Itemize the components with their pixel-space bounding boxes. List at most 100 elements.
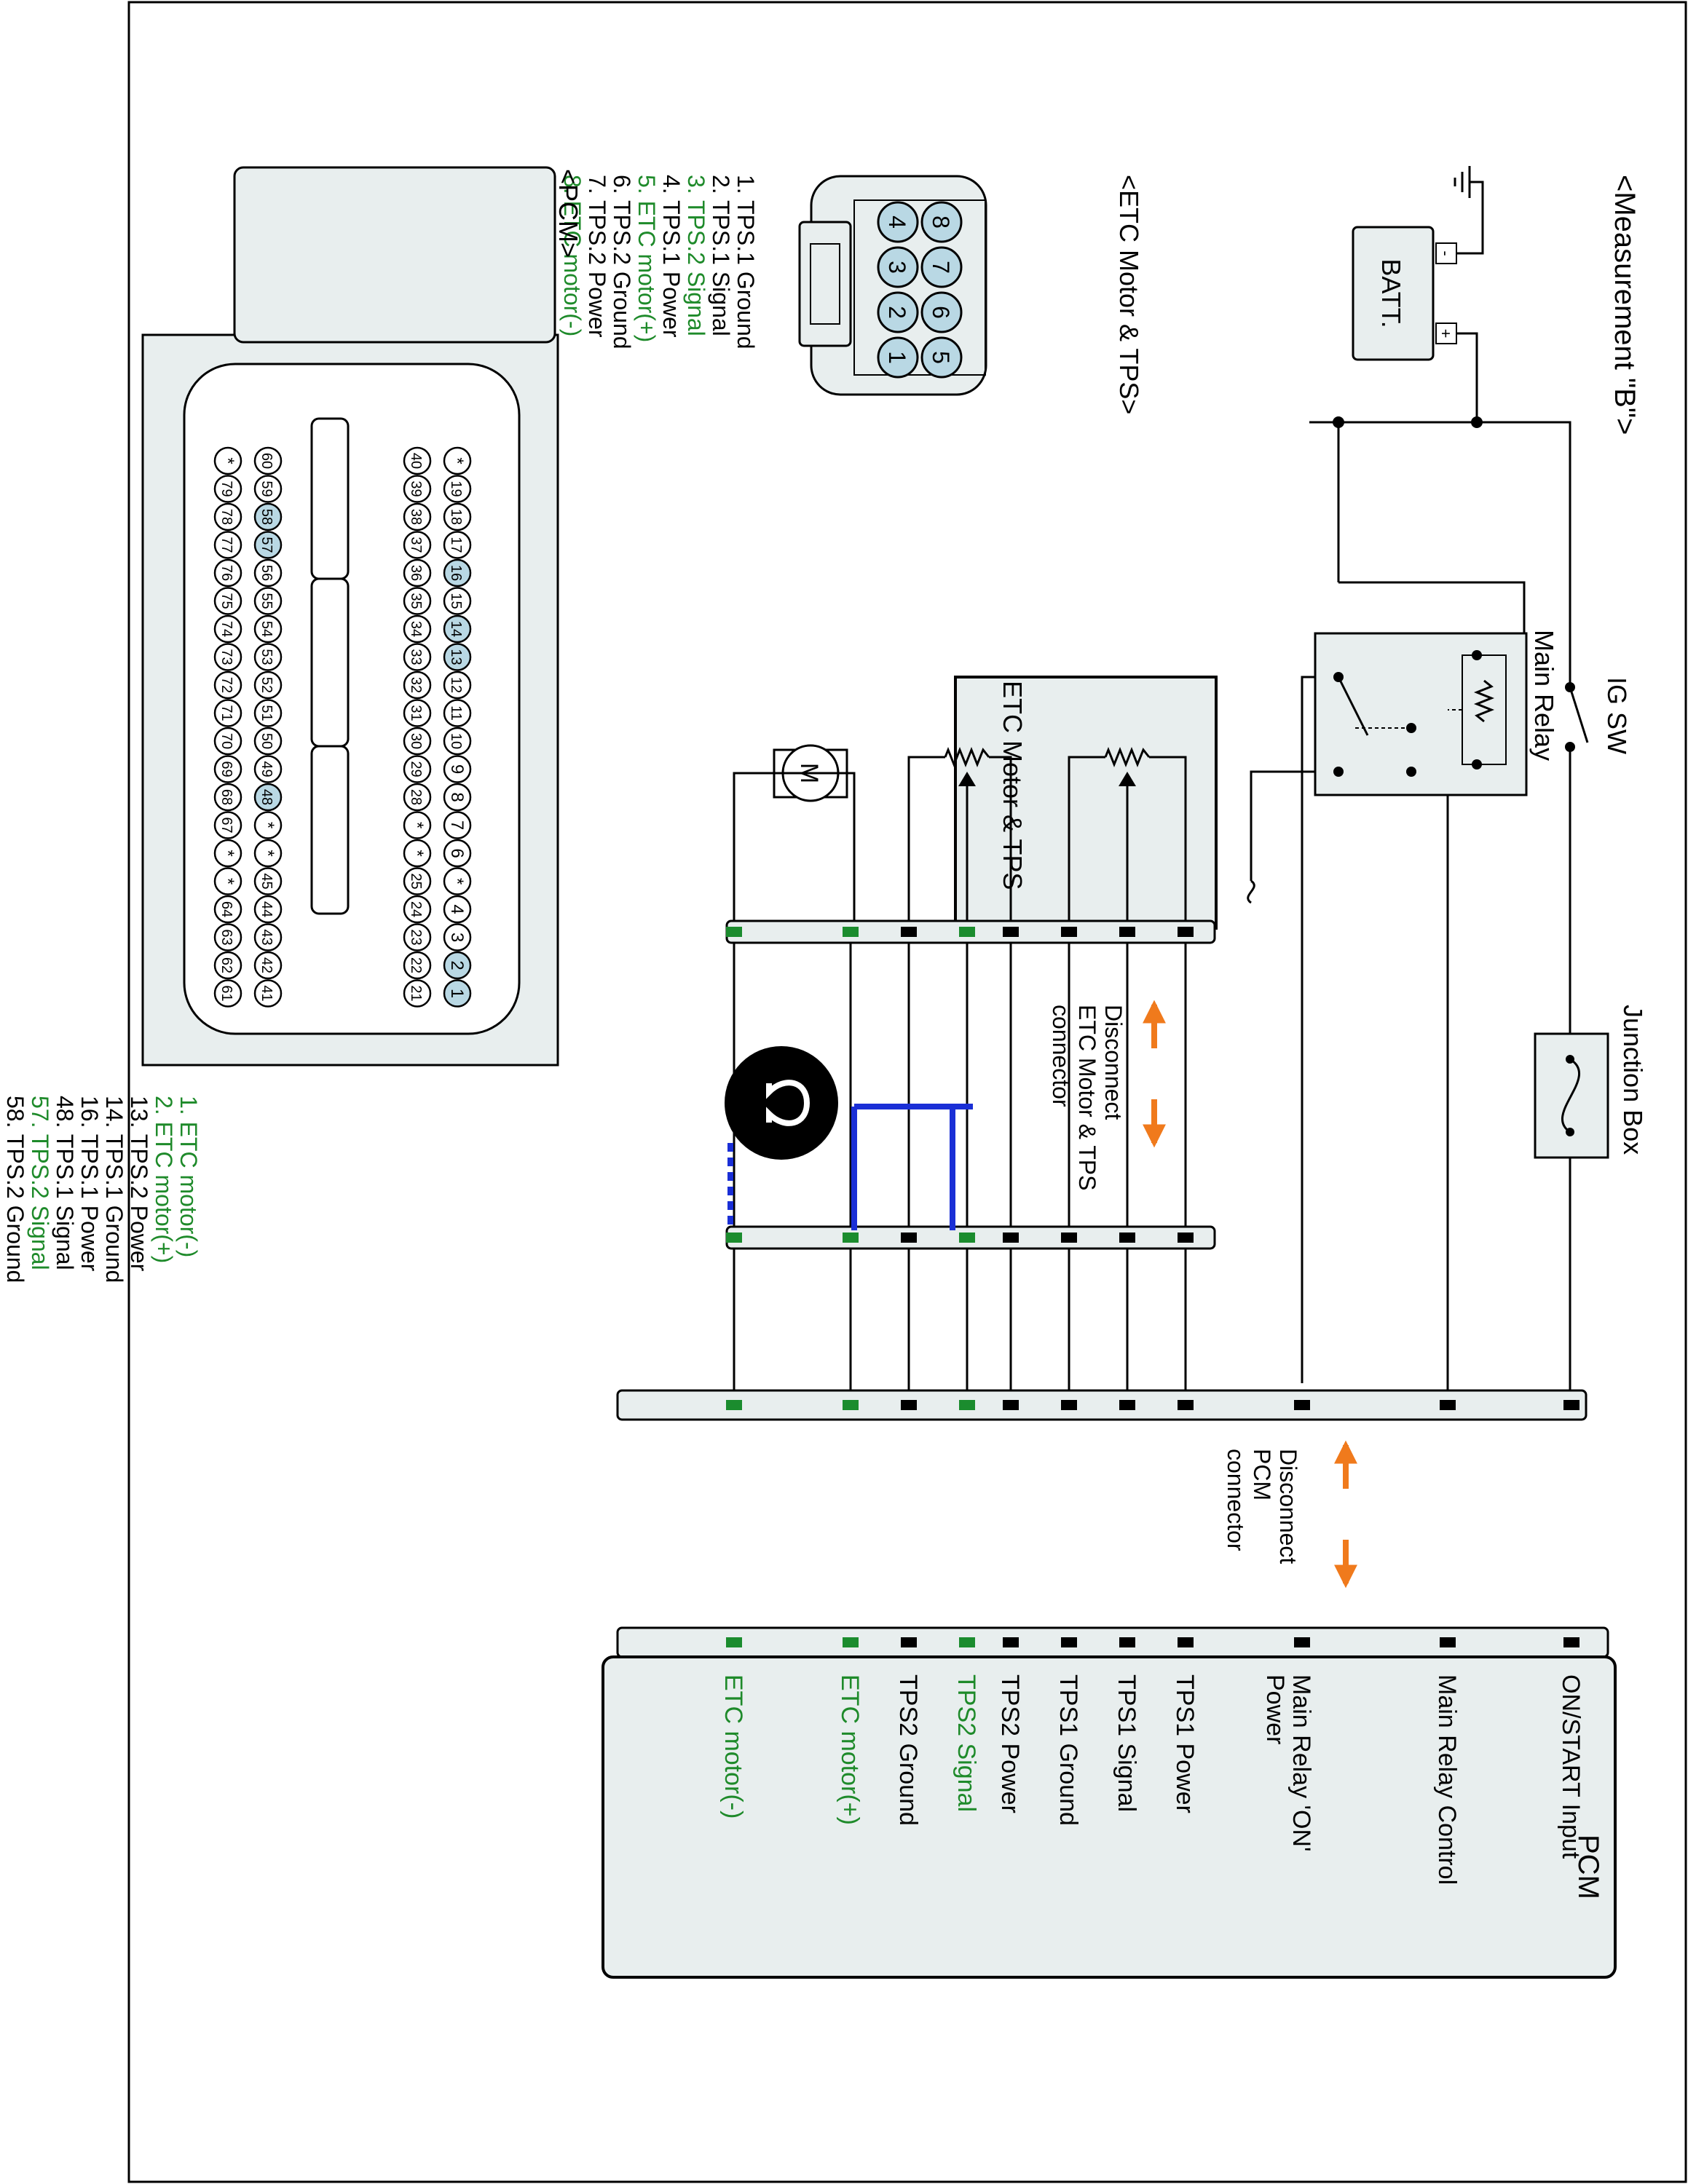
etc-legend-item: 5. ETC motor(+) <box>634 175 660 342</box>
harness-terminal <box>959 1637 975 1647</box>
etc-terminal <box>1119 1233 1135 1243</box>
pcm-pin-number: 61 <box>218 985 234 1001</box>
etc-terminal <box>959 1233 975 1243</box>
pcm-pin <box>403 502 432 531</box>
pcm-terminal-label: TPS2 Signal <box>953 1674 980 1812</box>
pcm-pin <box>403 587 432 615</box>
etc-terminal <box>1061 927 1077 937</box>
pcm-pin <box>213 699 242 727</box>
pcm-pin <box>213 531 242 559</box>
etc-terminal <box>901 1233 917 1243</box>
pcm-pin-number: 59 <box>259 480 275 496</box>
pcm-pin-number: 22 <box>408 957 424 973</box>
pcm-pin <box>253 699 283 727</box>
pcm-pin-number: 45 <box>259 873 275 889</box>
etc-terminal <box>1003 927 1019 937</box>
pcm-pin <box>403 895 432 924</box>
pcm-pin <box>443 446 472 475</box>
pcm-pin-number: 79 <box>218 480 234 496</box>
pcm-pin-number: 37 <box>408 537 424 553</box>
pcm-pin-number: 33 <box>408 649 424 665</box>
pcm-pin <box>403 755 432 783</box>
pcm-legend-item: 13. TPS.2 Power <box>126 1096 152 1272</box>
junction-box: Junction Box <box>1534 1005 1648 1159</box>
pcm-pin-number: 2 <box>447 960 467 970</box>
pcm-pin-number: 40 <box>408 453 424 469</box>
pcm-pin-number: * <box>407 850 427 856</box>
etc-block-label: ETC Motor & TPS <box>998 681 1028 890</box>
pcm-terminal-label: TPS2 Power <box>996 1674 1024 1813</box>
pcm-legend-item: 58. TPS.2 Ground <box>2 1096 28 1283</box>
disconnect-pcm-3: connector <box>1223 1449 1249 1551</box>
harness-terminal <box>1003 1637 1019 1647</box>
harness-terminal <box>901 1400 917 1410</box>
pcm-pin-number: * <box>218 457 237 464</box>
pcm-pin <box>213 587 242 615</box>
pcm-pin-number: 34 <box>408 621 424 637</box>
pcm-pin-number: 38 <box>408 509 424 525</box>
etc-pin <box>877 201 919 243</box>
etc-pin-number: 6 <box>928 306 954 319</box>
pcm-pin <box>403 951 432 980</box>
pcm-pin-number: 52 <box>259 677 275 693</box>
pcm-pin <box>253 727 283 756</box>
junction-box-label: Junction Box <box>1618 1005 1648 1155</box>
pcm-pin-number: 25 <box>408 873 424 889</box>
pcm-pin-number: 29 <box>408 761 424 777</box>
etc-disconnect-arrows: Disconnect ETC Motor & TPS connector <box>1048 1000 1166 1190</box>
pcm-pin <box>213 643 242 671</box>
etc-terminal <box>901 927 917 937</box>
pcm-pin <box>443 475 472 503</box>
pcm-pin <box>253 755 283 783</box>
pcm-pin-number: 9 <box>447 764 467 774</box>
pcm-pin <box>443 923 472 951</box>
etc-legend-item: 6. TPS.2 Ground <box>609 175 635 349</box>
pcm-pin <box>253 951 283 980</box>
etc-pin <box>920 246 963 288</box>
pcm-terminal-label: ETC motor(-) <box>719 1674 747 1819</box>
pcm-pin-number: 41 <box>259 985 275 1001</box>
pcm-connector-face: <PCM> *191817161514131211109876*43214039… <box>2 166 583 1283</box>
pcm-pin <box>403 475 432 503</box>
pcm-pin <box>443 558 472 587</box>
pcm-pin <box>213 979 242 1008</box>
pcm-pin <box>213 502 242 531</box>
pcm-pin <box>443 783 472 812</box>
battery-neg: - <box>1437 250 1455 256</box>
pcm-pin-number: 77 <box>218 537 234 553</box>
harness-terminal <box>843 1400 859 1410</box>
pcm-pin-number: 24 <box>408 901 424 917</box>
pcm-terminal-label: TPS1 Power <box>1171 1674 1199 1813</box>
battery: BATT. - + <box>1352 226 1457 361</box>
pcm-pin <box>213 783 242 812</box>
pcm-pin <box>443 811 472 839</box>
etc-pin-number: 1 <box>884 351 910 364</box>
pcm-pin <box>213 951 242 980</box>
pcm-pin-number: 6 <box>447 848 467 858</box>
pcm-legend-item: 57. TPS.2 Signal <box>27 1096 53 1270</box>
pcm-pin <box>213 727 242 756</box>
pcm-pin-number: 71 <box>218 705 234 721</box>
etc-pin <box>920 291 963 333</box>
etc-legend-item: 2. TPS.1 Signal <box>708 175 734 336</box>
pcm-pin <box>253 839 283 868</box>
pcm-terminal-label: TPS1 Signal <box>1113 1674 1140 1812</box>
pcm-pin <box>443 839 472 868</box>
pcm-pin <box>443 587 472 615</box>
pcm-pin <box>213 923 242 951</box>
pcm-pin-number: 17 <box>448 537 464 553</box>
page-border <box>127 1 1687 2183</box>
pcm-pin-number: 74 <box>218 621 234 637</box>
pcm-pin <box>403 727 432 756</box>
etc-pin <box>920 336 963 379</box>
etc-legend-item: 1. TPS.1 Ground <box>733 175 759 349</box>
pcm-terminal-label: ETC motor(+) <box>836 1674 864 1825</box>
pcm-pin-number: * <box>447 457 467 464</box>
pcm-pin-number: 13 <box>448 649 464 665</box>
pcm-pin-number: * <box>258 850 277 856</box>
pcm-pin <box>403 699 432 727</box>
etc-legend-item: 8. ETC motor(-) <box>559 175 585 336</box>
pcm-terminal-label: Main Relay 'ON' <box>1287 1674 1315 1852</box>
pcm-pin-number: 67 <box>218 817 234 833</box>
